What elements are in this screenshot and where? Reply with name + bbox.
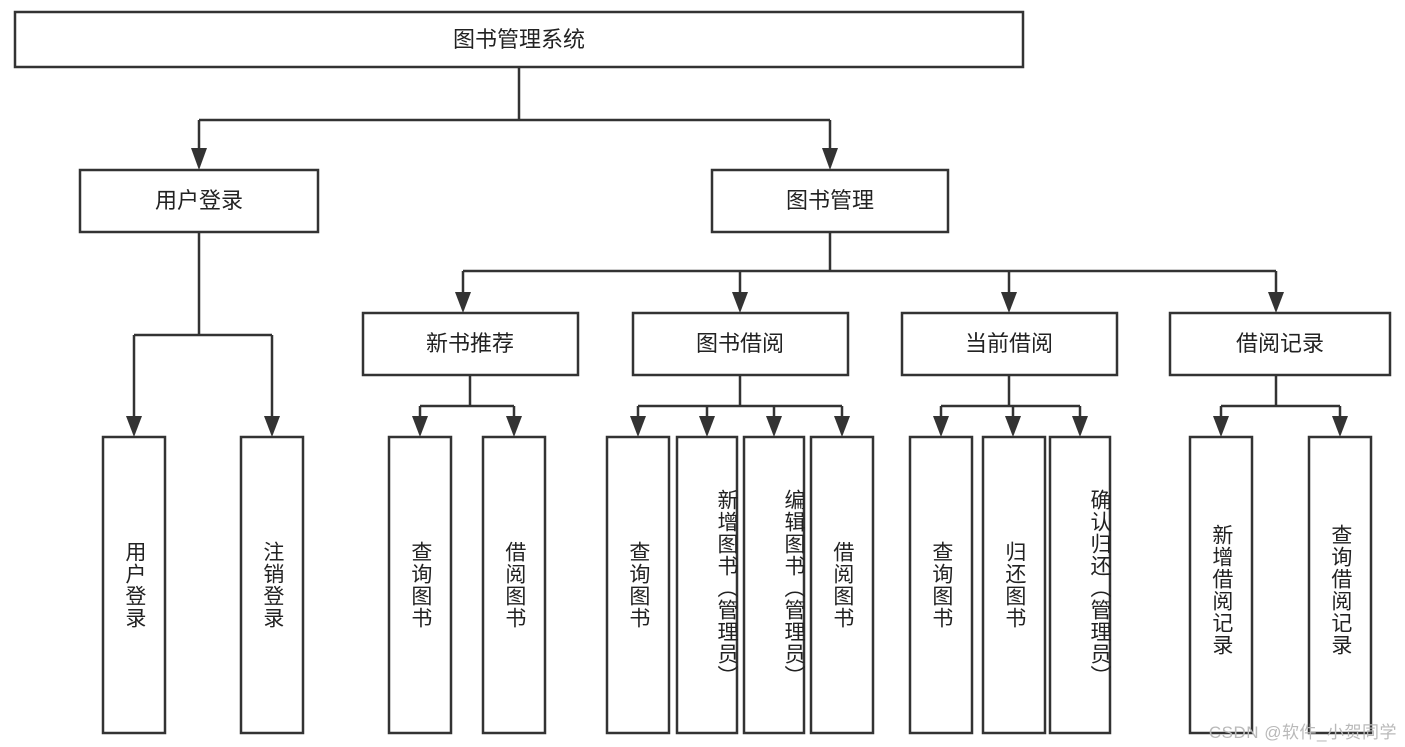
node-current-borrow[interactable]: 当前借阅 <box>900 311 1119 377</box>
node-borrow-record-label: 借阅记录 <box>1236 331 1324 356</box>
node-new-book-recommend-label: 新书推荐 <box>426 331 514 356</box>
node-leaf-return-book-box[interactable] <box>981 435 1047 735</box>
node-book-borrow-label: 图书借阅 <box>696 331 784 356</box>
node-leaf-query-book-1-box[interactable] <box>387 435 453 735</box>
node-new-book-recommend-box[interactable] <box>361 311 580 377</box>
arrow-head-leaf-user-login <box>126 416 142 437</box>
arrow-head-borrow-record <box>1268 292 1284 313</box>
node-book-borrow-box[interactable] <box>631 311 850 377</box>
connector-group-current-borrow <box>933 375 1088 437</box>
node-leaf-borrow-book-2-box[interactable] <box>809 435 875 735</box>
arrow-head-book-borrow <box>732 292 748 313</box>
node-user-login-label: 用户登录 <box>155 188 243 213</box>
node-leaf-query-record-box[interactable] <box>1307 435 1373 735</box>
node-leaf-query-book-3-box[interactable] <box>908 435 974 735</box>
node-borrow-record[interactable]: 借阅记录 <box>1168 311 1392 377</box>
node-current-borrow-label: 当前借阅 <box>965 331 1053 356</box>
node-root[interactable]: 图书管理系统 <box>13 10 1025 69</box>
arrow-head-leaf-user-logout <box>264 416 280 437</box>
node-user-login-box[interactable] <box>78 168 320 234</box>
node-book-manage-box[interactable] <box>710 168 950 234</box>
arrow-head-leaf-add-record <box>1213 416 1229 437</box>
arrow-head-leaf-confirm-return <box>1072 416 1088 437</box>
node-root-label: 图书管理系统 <box>453 27 585 52</box>
connector-group-new-book-recommend <box>412 375 522 437</box>
node-book-manage-label: 图书管理 <box>786 188 874 213</box>
connector-group-user-login <box>126 232 280 437</box>
node-leaf-borrow-book-1-box[interactable] <box>481 435 547 735</box>
node-leaf-user-login-box[interactable] <box>101 435 167 735</box>
node-book-borrow[interactable]: 图书借阅 <box>631 311 850 377</box>
node-leaf-user-logout-box[interactable] <box>239 435 305 735</box>
arrow-head-user-login <box>191 148 207 170</box>
node-leaf-confirm-return-box[interactable] <box>1048 435 1112 735</box>
node-leaf-add-record-box[interactable] <box>1188 435 1254 735</box>
arrow-head-leaf-borrow-book-2 <box>834 416 850 437</box>
arrow-head-leaf-add-book <box>699 416 715 437</box>
arrow-head-leaf-query-book-1 <box>412 416 428 437</box>
arrow-head-book-manage <box>822 148 838 170</box>
arrow-head-leaf-edit-book <box>766 416 782 437</box>
connector-group-borrow-record <box>1213 375 1348 437</box>
node-leaf-query-book-2-box[interactable] <box>605 435 671 735</box>
connector-group-book-borrow <box>630 375 850 437</box>
node-leaf-add-book-box[interactable] <box>675 435 739 735</box>
arrow-head-leaf-query-book-3 <box>933 416 949 437</box>
arrow-head-new-book-recommend <box>455 292 471 313</box>
node-new-book-recommend[interactable]: 新书推荐 <box>361 311 580 377</box>
arrow-head-leaf-borrow-book-1 <box>506 416 522 437</box>
watermark-label: CSDN @软件_小贺同学 <box>1208 723 1397 742</box>
node-current-borrow-box[interactable] <box>900 311 1119 377</box>
node-leaf-edit-book-box[interactable] <box>742 435 806 735</box>
arrow-head-leaf-query-book-2 <box>630 416 646 437</box>
arrow-head-leaf-return-book <box>1005 416 1021 437</box>
node-root-box[interactable] <box>13 10 1025 69</box>
connector-group-root <box>191 67 838 170</box>
node-user-login[interactable]: 用户登录 <box>78 168 320 234</box>
connector-group-book-manage <box>455 232 1284 313</box>
arrow-head-leaf-query-record <box>1332 416 1348 437</box>
node-book-manage[interactable]: 图书管理 <box>710 168 950 234</box>
node-borrow-record-box[interactable] <box>1168 311 1392 377</box>
arrow-head-current-borrow <box>1001 292 1017 313</box>
